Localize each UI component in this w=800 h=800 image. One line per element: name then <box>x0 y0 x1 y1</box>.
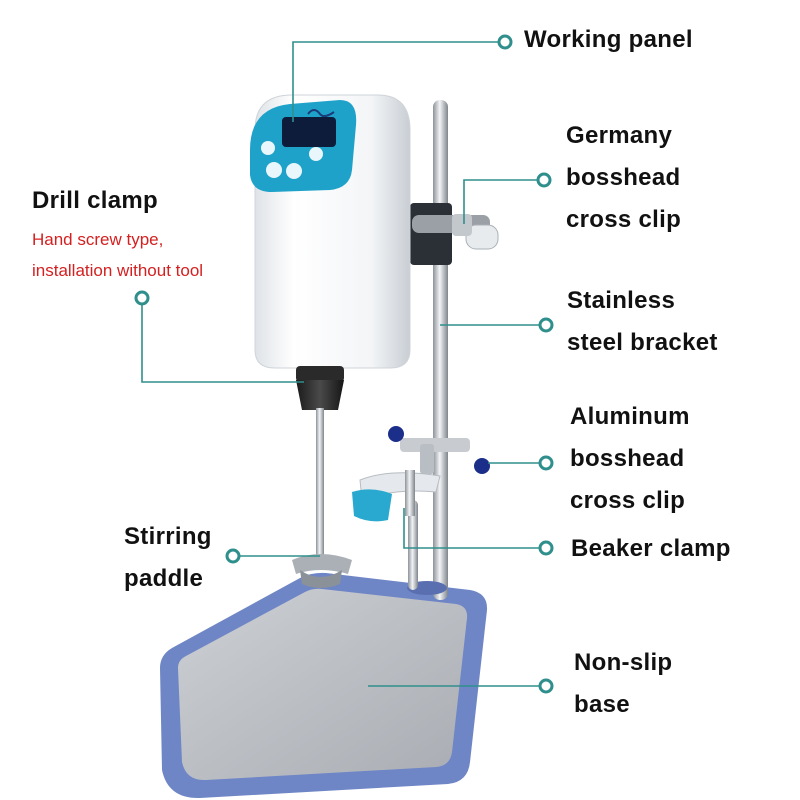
label-line: Non-slip <box>574 649 673 676</box>
label-line: steel bracket <box>567 329 718 356</box>
leader-dot-stainless-bracket <box>538 317 554 333</box>
drill-clamp-note: Hand screw type, installation without too… <box>32 224 203 286</box>
label-stirring-paddle: Stirring paddle <box>124 516 212 600</box>
label-drill-clamp: Drill clamp <box>32 180 158 222</box>
label-line: Drill clamp <box>32 187 159 214</box>
leader-dot-working-panel <box>497 34 513 50</box>
stirring-shaft <box>316 408 324 558</box>
label-stainless-steel-bracket: Stainless steel bracket <box>567 280 718 364</box>
panel-button <box>309 147 323 161</box>
label-line: Stirring <box>124 523 212 550</box>
blue-knob <box>474 458 490 474</box>
label-working-panel: Working panel <box>524 19 693 61</box>
label-beaker-clamp: Beaker clamp <box>571 528 731 570</box>
display-screen <box>282 117 336 147</box>
stainless-steel-bracket <box>407 100 448 600</box>
label-line: Aluminum <box>570 403 690 430</box>
panel-button <box>286 163 302 179</box>
label-line: Working panel <box>524 26 693 53</box>
drill-clamp <box>296 366 344 410</box>
label-line: Beaker clamp <box>571 535 731 562</box>
panel-button <box>266 162 282 178</box>
label-line: bosshead <box>570 445 685 472</box>
label-line: installation without tool <box>32 261 204 280</box>
stirring-paddle <box>292 408 352 588</box>
leader-germany-clip <box>463 179 537 224</box>
base-plate <box>178 588 468 781</box>
blue-knob <box>388 426 404 442</box>
label-non-slip-base: Non-slip base <box>574 642 672 726</box>
label-line: Hand screw type, <box>32 230 164 249</box>
callout-leaders <box>134 34 554 694</box>
leader-dot-stirring-paddle <box>225 548 241 564</box>
motor-head <box>250 94 411 369</box>
non-slip-base <box>160 572 488 799</box>
brand-logo <box>307 109 335 118</box>
leader-working-panel <box>292 41 498 122</box>
beaker-clamp <box>352 470 441 522</box>
label-line: base <box>574 691 630 718</box>
panel-button <box>261 141 275 155</box>
label-line: Stainless <box>567 287 676 314</box>
leader-dot-beaker-clamp <box>538 540 554 556</box>
label-germany-bosshead-cross-clip: Germany bosshead cross clip <box>566 115 681 241</box>
stand-rod <box>433 100 448 600</box>
leader-dot-germany-clip <box>536 172 552 188</box>
leader-dot-non-slip-base <box>538 678 554 694</box>
label-line: paddle <box>124 565 204 592</box>
leader-drill-clamp <box>141 305 304 383</box>
label-line: cross clip <box>566 206 682 233</box>
label-line: cross clip <box>570 487 686 514</box>
leader-dot-aluminum-clip <box>538 455 554 471</box>
label-aluminum-bosshead-cross-clip: Aluminum bosshead cross clip <box>570 396 690 522</box>
leader-dot-drill-clamp <box>134 290 150 306</box>
leader-beaker-clamp <box>403 508 539 549</box>
aluminum-bosshead-cross-clip <box>388 426 490 474</box>
germany-bosshead-cross-clip <box>410 203 499 265</box>
label-line: bosshead <box>566 164 681 191</box>
label-line: Germany <box>566 122 673 149</box>
stand-rod-lower <box>408 500 418 590</box>
